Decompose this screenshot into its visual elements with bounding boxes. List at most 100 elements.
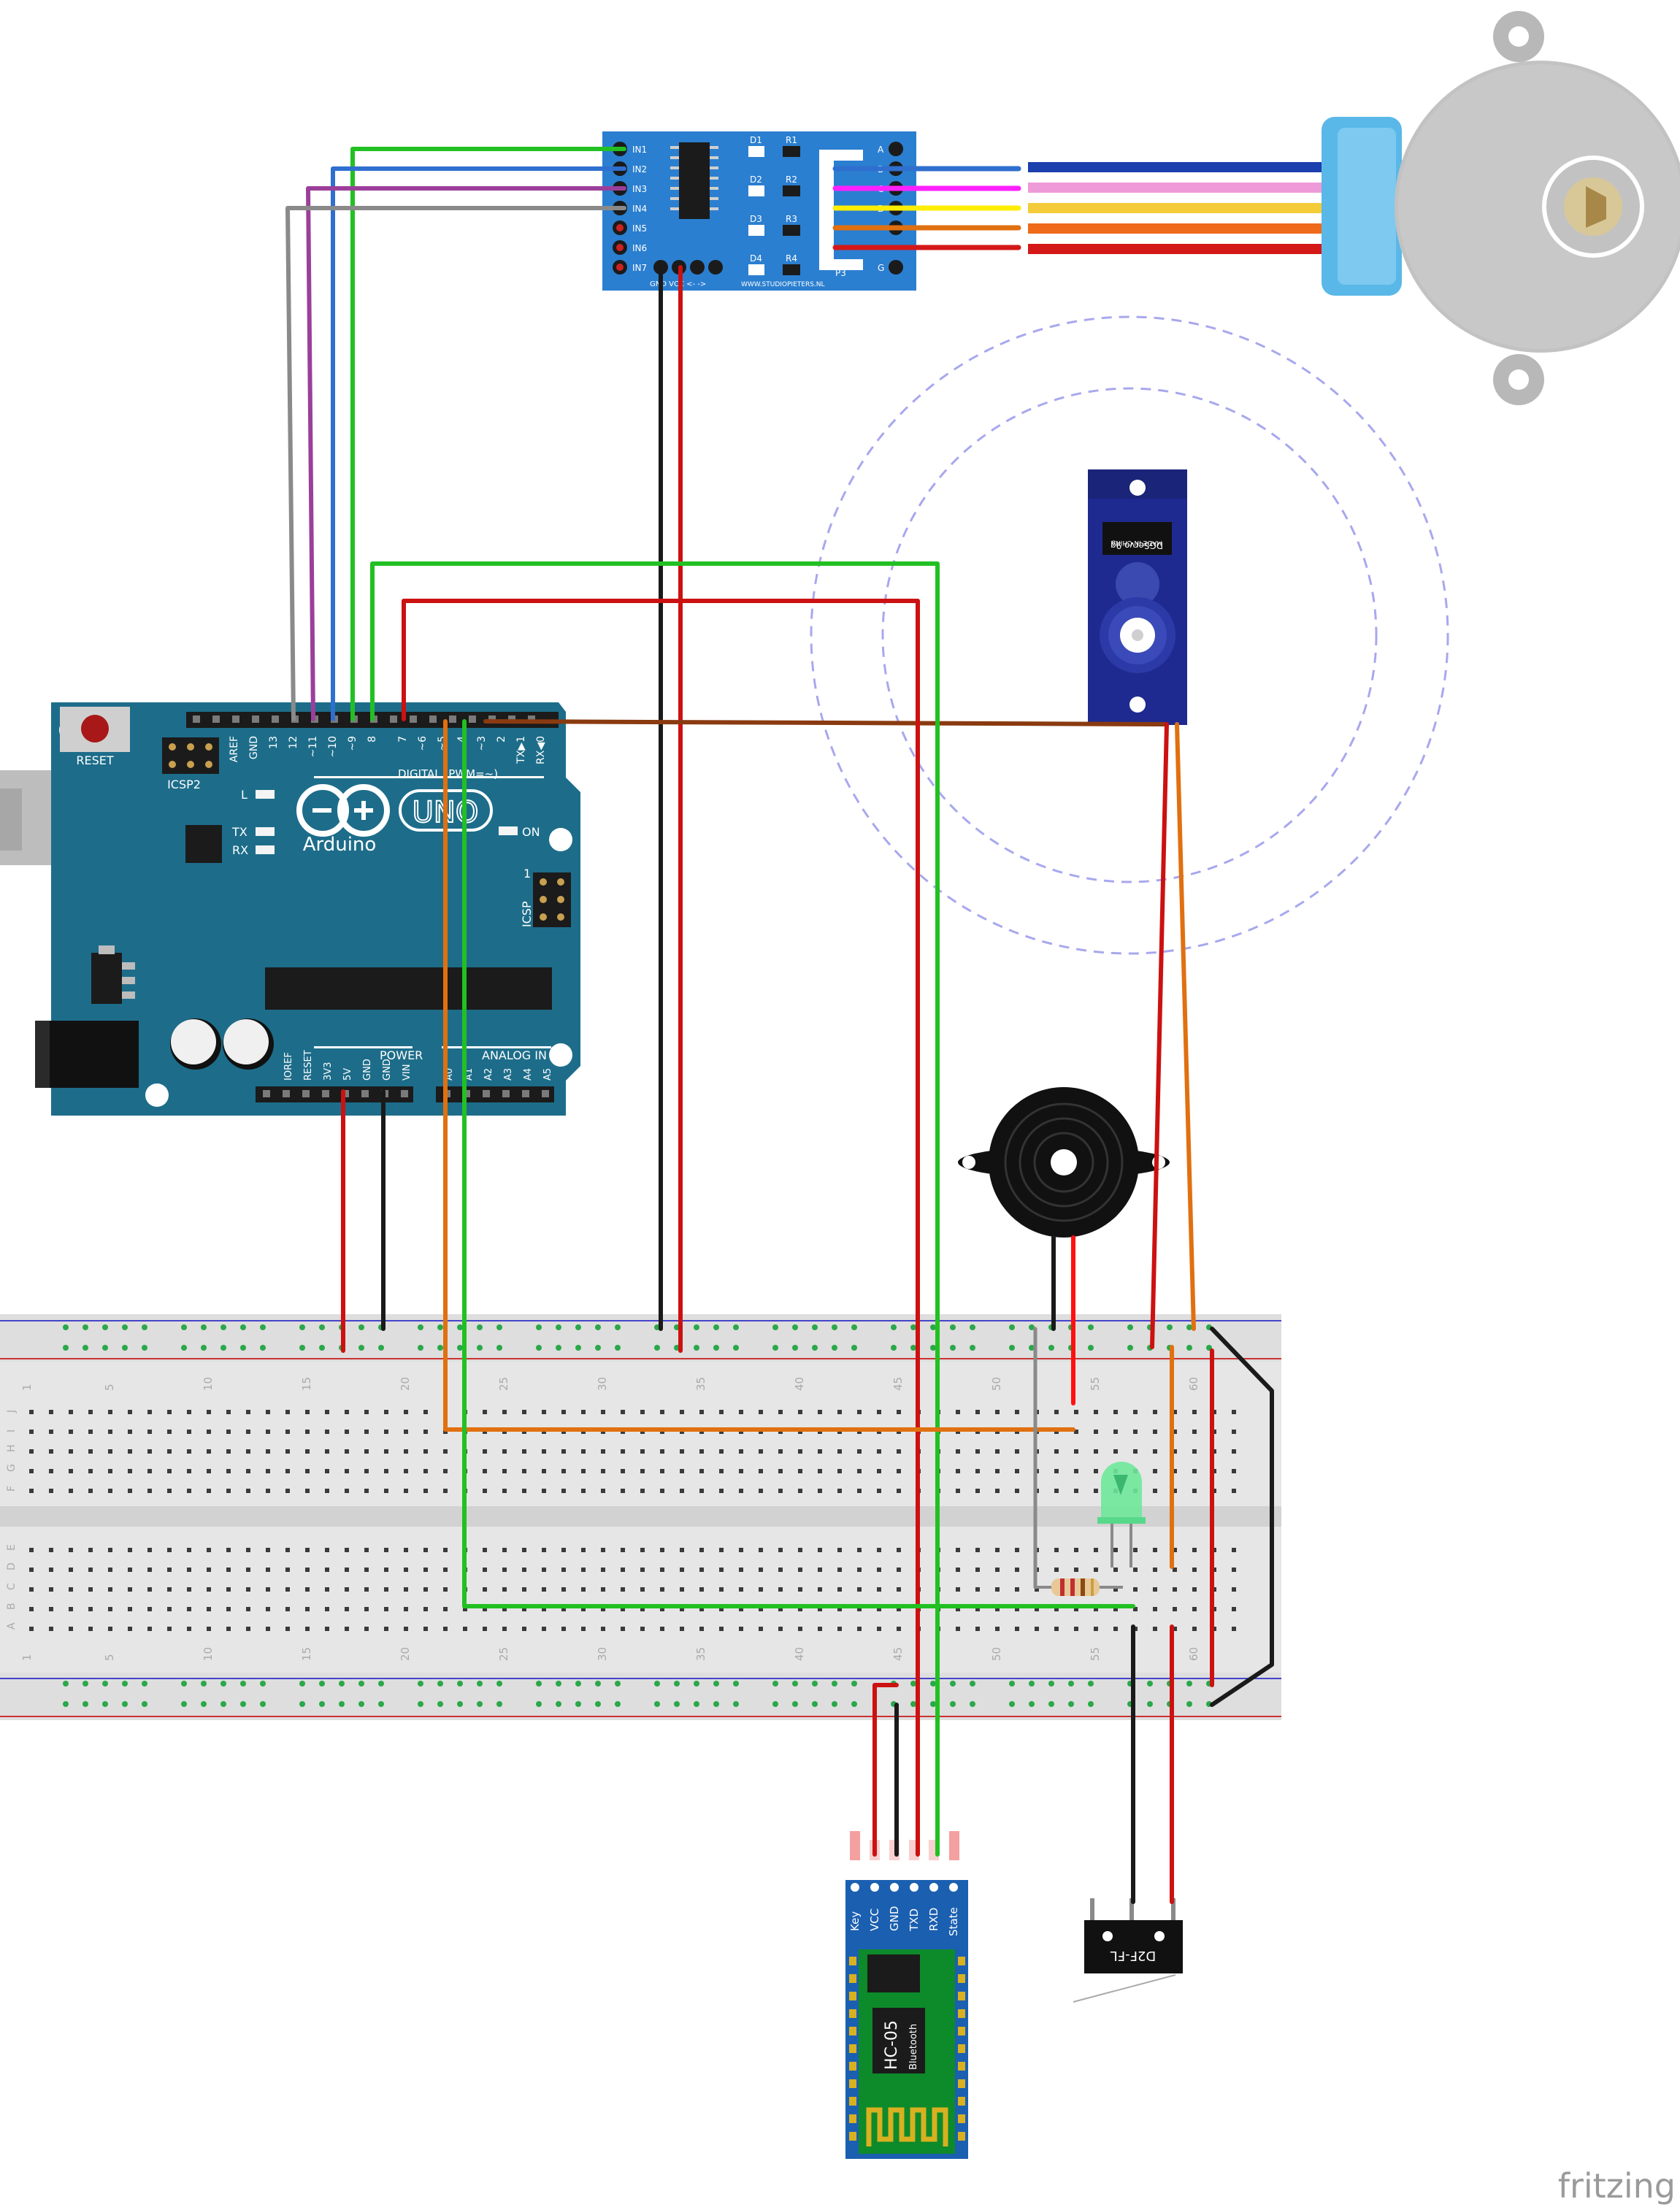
servo-model-label: DGServo 9g [1111,540,1163,550]
hc05-sub-label: Bluetooth [908,2024,919,2070]
bb-col-1-bottom: 1 [20,1654,34,1661]
icsp2-label: ICSP2 [167,778,201,791]
wire-hc05-rxd [370,561,940,1857]
wire-buzzer-signal [443,719,1075,1432]
pin-7-label: 7 [397,736,409,743]
bb-col-40-bottom: 40 [793,1647,806,1661]
driver-pin-in2: IN2 [632,164,647,174]
driver-pin-in6: IN6 [632,243,647,253]
pin-a2-label: A2 [483,1068,494,1081]
hc05-pin-txd: TXD [908,1908,921,1932]
bb-col-25-top: 25 [497,1377,510,1391]
wire-hc05-txd [402,599,920,1857]
bb-col-5-top: 5 [103,1384,116,1391]
bb-row-a: A [6,1622,18,1630]
green-led [1097,1462,1146,1568]
limit-switch: D2F-FL [1073,1898,1183,2003]
bb-row-j: J [6,1410,18,1413]
stepper-driver-board: IN1 IN2 IN3 IN4 IN5 IN6 IN7 D1 D2 D3 D4 … [602,131,916,291]
bb-row-d: D [6,1562,18,1570]
piezo-buzzer [958,1087,1170,1238]
servo-made-in-label: MADE IN CHINA [1111,539,1162,546]
pin-3-label: ~3 [476,736,488,751]
wire-led-signal [462,719,1135,1608]
pin-gnd-label: GND [248,736,260,759]
driver-pin-in5: IN5 [632,223,647,234]
bb-col-35-top: 35 [694,1377,707,1391]
led-rx-label: RX [232,843,248,857]
servo-motor: MADE IN CHINA DGServo 9g [1088,469,1187,725]
pin-8-label: 8 [367,736,378,743]
driver-pin-g: G [878,263,884,273]
pin-11-label: ~11 [307,736,319,758]
pin-a3-label: A3 [503,1068,514,1081]
wire-driver-in2 [331,166,626,721]
hc05-pin-state: State [947,1907,960,1936]
hc05-pin-rxd: RXD [927,1908,940,1931]
driver-led-d4: D4 [750,253,762,264]
pin-reset-label: RESET [303,1050,314,1081]
bb-col-35-bottom: 35 [694,1647,707,1661]
driver-pin-a: A [878,145,884,155]
arduino-uno: RESET ICSP2 AREF GND 13 12 ~11 ~10 ~9 [0,702,580,1116]
hc05-solder-pads [849,1957,965,2141]
driver-led-d1: D1 [750,135,762,145]
reset-label: RESET [76,753,113,767]
pin-aref-label: AREF [229,736,240,762]
bb-col-1-top: 1 [20,1384,34,1391]
driver-resistor-r2: R2 [786,174,797,185]
bb-col-10-top: 10 [202,1377,215,1391]
servo-sweep-circles [810,315,1449,955]
bb-col-10-bottom: 10 [202,1647,215,1661]
arduino-brand-label: Arduino [303,834,377,856]
hc05-pin-gnd: GND [888,1906,901,1931]
bb-row-h: H [6,1444,18,1452]
bb-row-i: I [6,1430,18,1432]
bb-col-55-top: 55 [1089,1377,1102,1391]
bb-col-45-top: 45 [891,1377,905,1391]
driver-resistor-r1: R1 [786,135,797,145]
power-label: POWER [380,1048,423,1062]
bb-col-50-top: 50 [990,1377,1003,1391]
bb-row-b: B [6,1603,18,1610]
driver-p3-label: P3 [835,268,846,278]
bb-col-15-top: 15 [300,1377,313,1391]
hc05-bluetooth-module: Key VCC GND TXD RXD State HC-05 Bluetoot… [845,1831,968,2159]
driver-pin-in1: IN1 [632,145,647,155]
analog-in-label: ANALOG IN [482,1048,547,1062]
switch-label: D2F-FL [1111,1948,1157,1963]
bb-col-15-bottom: 15 [300,1647,313,1661]
driver-power-label: GND VCC <- -> [650,280,706,288]
wire-driver-in3 [306,186,626,721]
bb-col-55-bottom: 55 [1089,1647,1102,1661]
wire-driver-in4 [285,206,626,721]
driver-resistor-r3: R3 [786,214,797,224]
bb-row-f: F [6,1486,18,1492]
driver-led-d3: D3 [750,214,762,224]
bb-col-30-top: 30 [596,1377,609,1391]
bb-row-c: C [6,1583,18,1590]
driver-pin-in7: IN7 [632,263,647,273]
driver-led-d2: D2 [750,174,762,185]
pin-2-label: 2 [496,736,507,743]
pin-10-label: ~10 [327,736,339,758]
pin-13-label: 13 [268,736,280,749]
arduino-infinity-logo [296,784,390,837]
wire-driver-in1 [350,147,626,721]
pin-vin-label: VIN [402,1064,413,1081]
driver-pin-in3: IN3 [632,184,647,194]
bb-col-40-top: 40 [793,1377,806,1391]
bb-row-e: E [6,1544,18,1551]
bb-col-60-bottom: 60 [1187,1647,1200,1661]
wire-rail-bridge-black [1210,1327,1274,1707]
hc05-pin-vcc: VCC [868,1908,881,1931]
wire-servo-signal [483,719,1167,726]
bb-col-20-bottom: 20 [399,1647,412,1661]
pin-gnd2-label: GND [382,1059,393,1081]
pin-6-label: ~6 [417,736,429,751]
led-l-label: L [241,788,248,802]
driver-resistor-r4: R4 [786,253,797,264]
bb-col-30-bottom: 30 [596,1647,609,1661]
digital-label: DIGITAL (PWM=~) [398,767,498,780]
